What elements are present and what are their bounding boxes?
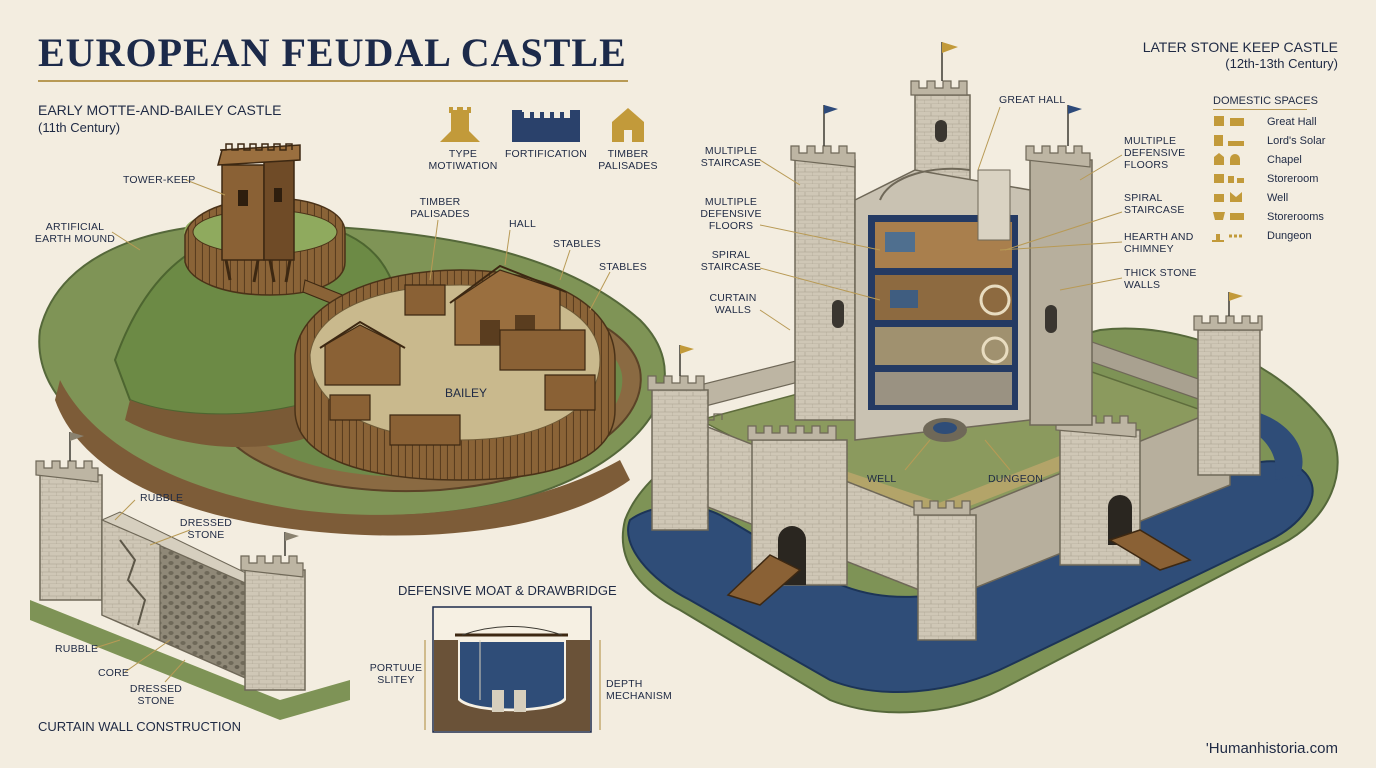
label-timber-palisades: TIMBER PALISADES — [410, 196, 470, 221]
label-multiple-defensive-floors-right: MULTIPLE DEFENSIVE FLOORS — [1124, 135, 1186, 172]
storerooms-icon-box — [1230, 213, 1244, 220]
label-spiral-staircase-left: SPIRAL STAIRCASE — [700, 249, 762, 274]
chapel-icon — [1214, 153, 1224, 165]
label-stables-2: STABLES — [599, 261, 647, 273]
domestic-item-well: Well — [1267, 192, 1289, 204]
wall-icon — [512, 110, 580, 142]
well-icon-bucket — [1230, 192, 1242, 202]
domestic-item-storeroom: Storeroom — [1267, 173, 1319, 185]
bailey-buildings — [319, 264, 596, 446]
palisade-house-icon — [612, 108, 644, 142]
domestic-item-chapel: Chapel — [1267, 154, 1302, 166]
tower-icon — [440, 107, 480, 142]
curtain-wall-title: CURTAIN WALL CONSTRUCTION — [38, 719, 241, 734]
label-rubble-bottom: RUBBLE — [55, 643, 99, 655]
domestic-item-storerooms: Storerooms — [1267, 211, 1324, 223]
label-stables-1: STABLES — [553, 238, 601, 250]
label-great-hall: GREAT HALL — [999, 94, 1066, 106]
domestic-spaces-title: DOMESTIC SPACES — [1213, 95, 1318, 107]
legend-icons — [440, 107, 644, 142]
solar-icon — [1214, 135, 1223, 146]
storeroom-icon-barrel — [1228, 176, 1234, 183]
label-dressed-stone-bottom: DRESSED STONE — [129, 683, 183, 708]
label-hearth-chimney: HEARTH AND CHIMNEY — [1124, 231, 1194, 256]
solar-icon-bed — [1228, 141, 1244, 146]
tower-keep — [217, 143, 301, 283]
domestic-icons — [1212, 116, 1244, 242]
site-credit: 'Humanhistoria.com — [1205, 740, 1338, 757]
label-core: CORE — [98, 667, 130, 679]
great-hall-icon — [1214, 116, 1224, 126]
label-tower-keep: TOWER-KEEP — [123, 174, 196, 186]
motte-and-bailey-castle — [38, 143, 666, 536]
label-bailey: BAILEY — [445, 386, 488, 400]
label-multiple-staircase: MULTIPLE STAIRCASE — [700, 145, 762, 170]
legend-fortification-label: FORTIFICATION — [504, 148, 588, 160]
label-well: WELL — [867, 473, 897, 485]
label-depth-mechanism: DEPTH MECHANISM — [606, 678, 672, 703]
great-hall-icon-table — [1230, 118, 1244, 126]
domestic-item-great-hall: Great Hall — [1267, 116, 1317, 128]
label-hall: HALL — [509, 218, 537, 230]
label-thick-stone-walls: THICK STONE WALLS — [1124, 267, 1197, 292]
domestic-item-lords-solar: Lord's Solar — [1267, 135, 1326, 147]
domestic-item-dungeon: Dungeon — [1267, 230, 1312, 242]
label-dungeon: DUNGEON — [988, 473, 1044, 485]
early-castle-period: (11th Century) — [38, 120, 121, 135]
central-keep — [790, 42, 1093, 442]
dungeon-icon — [1212, 234, 1224, 242]
stone-keep-castle — [621, 42, 1339, 714]
title-divider — [38, 80, 628, 82]
early-castle-title: EARLY MOTTE-AND-BAILEY CASTLE — [38, 102, 282, 118]
chapel-icon-dome — [1230, 154, 1240, 165]
leader-lines — [94, 106, 1123, 683]
well-icon — [1214, 194, 1224, 202]
label-spiral-staircase-right: SPIRAL STAIRCASE — [1124, 192, 1185, 217]
label-rubble-top: RUBBLE — [140, 492, 184, 504]
page-title: EUROPEAN FEUDAL CASTLE — [38, 30, 627, 75]
later-castle-period: (12th-13th Century) — [1225, 56, 1338, 71]
storeroom-icon — [1214, 174, 1224, 183]
later-castle-title: LATER STONE KEEP CASTLE — [1142, 39, 1338, 55]
storerooms-icon — [1213, 212, 1225, 220]
label-portuue-slitey: PORTUUE SLITEY — [369, 662, 423, 687]
label-multiple-defensive-floors-left: MULTIPLE DEFENSIVE FLOORS — [700, 196, 762, 233]
label-dressed-stone-top: DRESSED STONE — [179, 517, 233, 542]
corner-towers — [647, 292, 1263, 641]
label-curtain-walls: CURTAIN WALLS — [709, 292, 757, 317]
legend-type-label: TYPE MOTIWATION — [428, 148, 498, 173]
curtain-wall-detail — [30, 432, 350, 720]
legend-palisades-label: TIMBER PALISADES — [598, 148, 658, 173]
label-earth-mound: ARTIFICIAL EARTH MOUND — [34, 221, 116, 246]
domestic-divider — [1213, 109, 1307, 110]
storeroom-icon-crate — [1237, 178, 1244, 183]
moat-title: DEFENSIVE MOAT & DRAWBRIDGE — [398, 583, 617, 598]
moat-detail — [424, 606, 601, 733]
